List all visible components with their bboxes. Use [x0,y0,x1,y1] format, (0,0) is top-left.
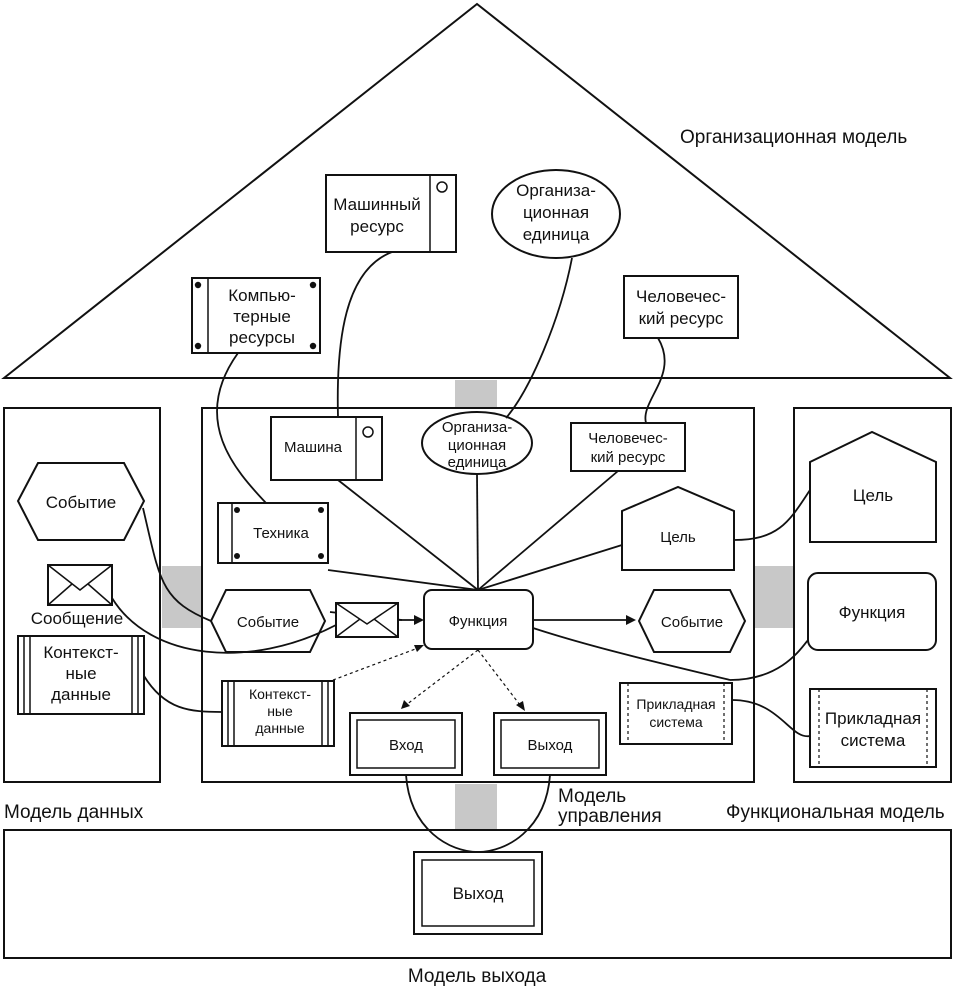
data-message-label: Сообщение [31,609,124,628]
control-technique: Техника [217,502,329,564]
control-goal-label: Цель [660,529,696,546]
control-event-out-label: Событие [661,614,723,631]
org-computer-resources-line-2: терные [233,307,291,326]
connector-control-func [755,566,793,628]
data-context-line-1: Контекст- [43,643,118,662]
control-org-unit-line-2: ционная [448,437,506,454]
control-arrows [398,615,636,625]
control-context-line-2: ные [267,703,293,719]
org-machine-resource-line-1: Машинный [333,195,420,214]
org-computer-resources: Компью- терные ресурсы [191,277,321,354]
org-machine-resource-line-2: ресурс [350,217,404,236]
control-function[interactable]: Функция [423,589,534,650]
functional-model-label: Функциональная модель [726,802,945,823]
func-goal-label: Цель [853,486,893,505]
control-organizational-unit: Организа- ционная единица [421,411,533,475]
connector-control-output [455,784,497,830]
control-goal: Цель [621,485,735,571]
org-human-resource-line-2: кий ресурс [639,309,724,328]
control-app-system-line-1: Прикладная [636,696,715,712]
data-message: Сообщение [31,564,124,628]
func-app-system-line-2: система [841,731,906,750]
control-context-line-3: данные [255,720,304,736]
control-event-out: Событие [637,589,747,653]
control-input: Вход [349,712,463,776]
control-dashed-arrows [332,645,525,711]
control-human-resource: Человечес- кий ресурс [570,422,686,472]
control-org-unit-line-1: Организа- [442,419,512,436]
output-output: Выход [413,851,543,935]
functional-model-panel [793,407,952,783]
control-machine: Машина [270,416,383,481]
control-input-label: Вход [389,737,423,754]
control-output: Выход [493,712,607,776]
org-organizational-unit: Организа- ционная единица [491,169,621,259]
control-app-system-line-2: система [649,714,702,730]
data-context-data: Контекст- ные данные [17,635,145,715]
control-context-data: Контекст- ные данные [221,680,335,747]
output-model-panel [3,829,952,959]
control-event-in: Событие [209,589,327,653]
org-computer-resources-line-3: ресурсы [229,328,295,347]
org-unit-line-1: Организа- [516,181,596,200]
control-event-in-label: Событие [237,614,299,631]
control-message-envelope [335,602,399,638]
control-human-resource-line-1: Человечес- [588,430,667,447]
data-context-line-2: ные [65,664,96,683]
output-output-label: Выход [453,884,504,903]
org-human-resource: Человечес- кий ресурс [623,275,739,339]
output-model-label: Модель выхода [408,966,547,987]
func-app-system-line-1: Прикладная [825,709,921,728]
org-computer-resources-line-1: Компью- [228,286,296,305]
control-model-label-line-1: Модель [558,786,626,807]
control-human-resource-line-2: кий ресурс [591,449,666,466]
control-org-unit-line-3: единица [448,454,507,471]
data-event: Событие [16,462,146,541]
data-event-label: Событие [46,493,116,512]
connector-org-control [455,380,497,408]
org-unit-line-2: ционная [523,203,589,222]
control-machine-label: Машина [284,439,343,456]
func-app-system: Прикладная система [809,688,937,768]
func-goal: Цель [809,430,937,543]
data-context-line-3: данные [51,685,111,704]
control-model-label-line-2: управления [558,806,662,827]
func-function: Функция [807,572,937,651]
data-model-label: Модель данных [4,802,144,823]
org-human-resource-line-1: Человечес- [636,287,726,306]
org-model-label: Организационная модель [680,127,907,148]
cross-view-links [111,251,811,853]
control-context-line-1: Контекст- [249,686,311,702]
func-function-label: Функция [839,603,906,622]
control-technique-label: Техника [253,525,309,542]
roof-organizational-model [1,2,953,379]
control-app-system: Прикладная система [619,682,733,745]
connector-data-control [162,566,202,628]
control-output-label: Выход [528,737,573,754]
data-model-panel [3,407,161,783]
control-model-panel [201,407,755,783]
control-function-label: Функция [449,613,508,630]
org-unit-line-3: единица [523,225,590,244]
org-machine-resource: Машинный ресурс [325,174,457,253]
